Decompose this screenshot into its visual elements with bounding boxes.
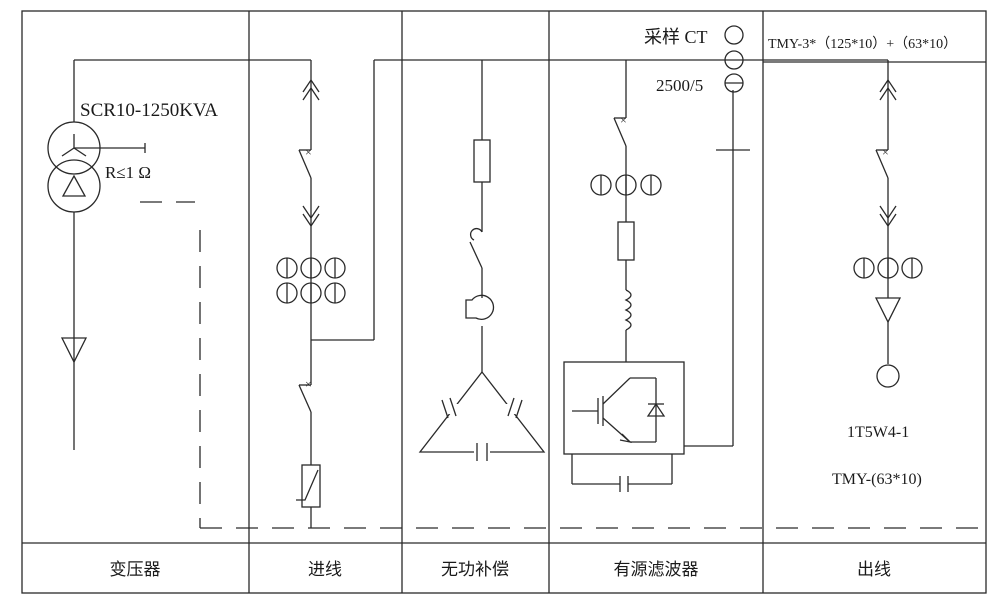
label-filter: 有源滤波器 [614, 560, 699, 580]
active-filter: × [563, 25, 750, 492]
svg-text:×: × [882, 145, 889, 159]
label-reactive: 无功补偿 [441, 560, 509, 580]
busbar-top-spec: TMY-3*（125*10）+（63*10） [768, 36, 957, 52]
outgoing-feeder: × [853, 60, 923, 388]
frame [21, 10, 987, 594]
incoming-feeder: × × [276, 59, 888, 528]
transformer-symbol [47, 59, 311, 450]
grounding-resistance: R≤1 Ω [105, 163, 151, 182]
cable-spec: 1T5W4-1 [847, 424, 909, 441]
ct-ratio-label: 2500/5 [656, 76, 703, 95]
busbar-spec: TMY-(63*10) [832, 471, 922, 488]
column-labels: 变压器 进线 无功补偿 有源滤波器 出线 [110, 560, 892, 580]
label-outgoing: 出线 [857, 560, 891, 580]
svg-text:×: × [305, 145, 312, 159]
reactive-compensation [418, 60, 546, 461]
label-incoming: 进线 [308, 560, 342, 580]
svg-text:×: × [305, 377, 312, 391]
sampling-ct-label: 采样 CT [644, 27, 708, 47]
label-transformer: 变压器 [110, 560, 161, 580]
transformer-model: SCR10-1250KVA [80, 100, 218, 121]
svg-text:×: × [620, 113, 627, 127]
